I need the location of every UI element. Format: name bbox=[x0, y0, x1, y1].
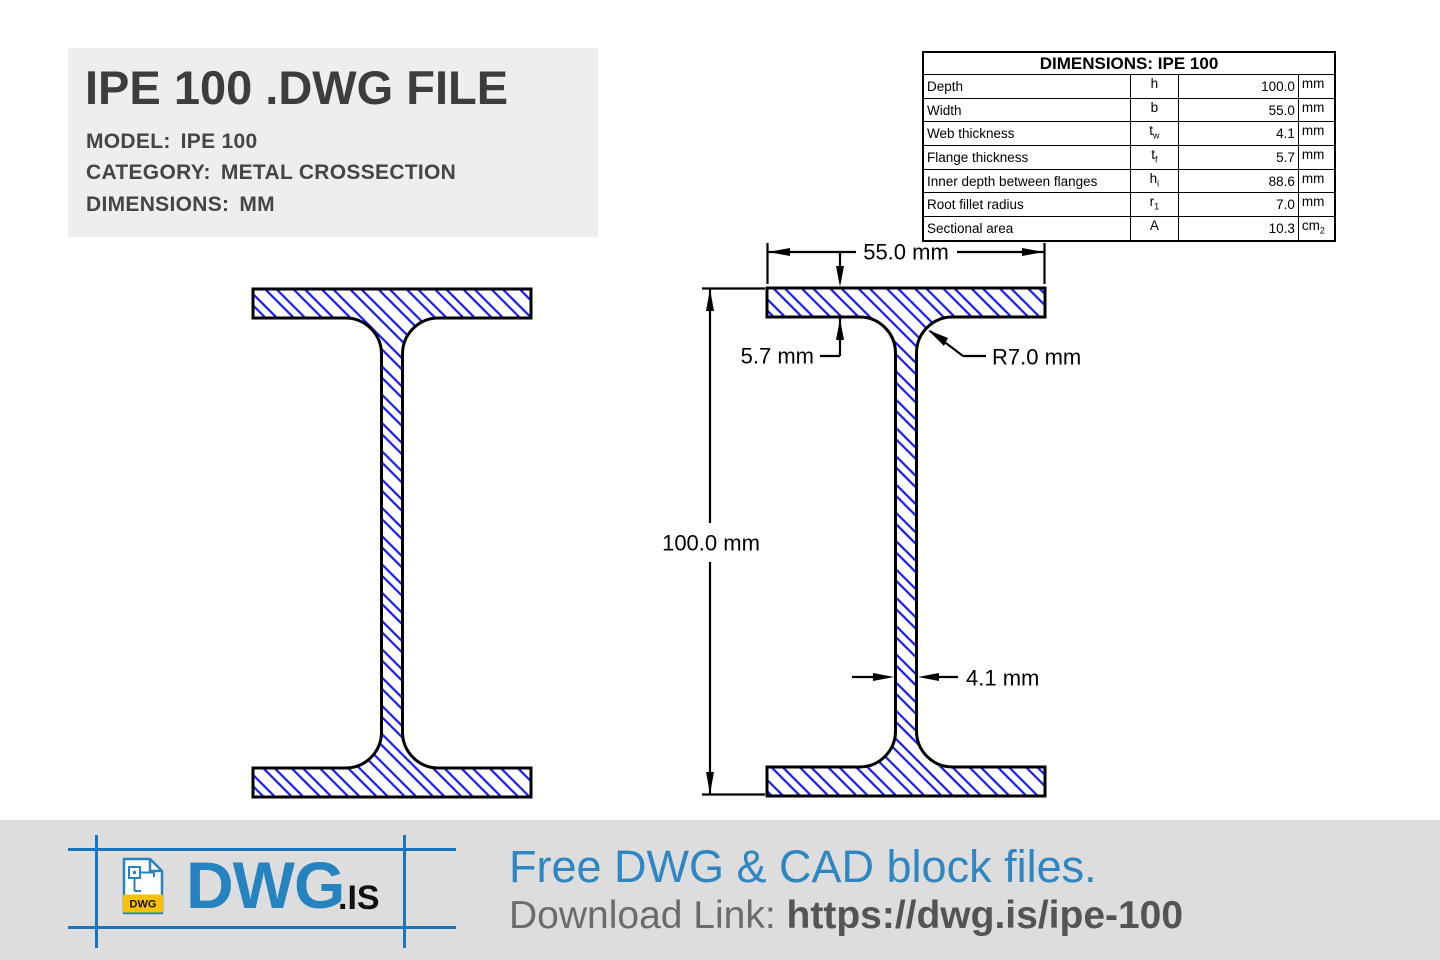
footer-tagline: Free DWG & CAD block files. bbox=[509, 841, 1097, 892]
footer-banner: DWG DWG .IS Free DWG & CAD block files. … bbox=[0, 820, 1440, 960]
row-name: Root fillet radius bbox=[922, 192, 1132, 218]
download-line: Download Link: https://dwg.is/ipe-100 bbox=[509, 894, 1184, 938]
table-row: Web thickness tw 4.1 mm bbox=[922, 121, 1336, 147]
ibeam-left bbox=[251, 287, 533, 799]
arrowhead bbox=[918, 673, 939, 681]
table-row: Flange thickness tf 5.7 mm bbox=[922, 145, 1336, 170]
brand-tld: .IS bbox=[338, 879, 380, 917]
row-value: 7.0 bbox=[1177, 192, 1299, 218]
arrowhead bbox=[1022, 248, 1044, 256]
download-url[interactable]: https://dwg.is/ipe-100 bbox=[786, 894, 1184, 937]
row-unit: mm bbox=[1297, 192, 1336, 218]
row-value: 10.3 bbox=[1177, 216, 1299, 242]
category-label: CATEGORY: bbox=[86, 161, 211, 184]
crop-mark-bottom bbox=[68, 926, 456, 929]
model-line: MODEL: IPE 100 bbox=[86, 130, 257, 154]
ibeam-right bbox=[765, 286, 1047, 798]
arrowhead bbox=[836, 319, 844, 340]
row-unit: mm bbox=[1297, 145, 1336, 170]
row-name: Depth bbox=[922, 74, 1132, 99]
model-value: IPE 100 bbox=[180, 130, 258, 153]
arrowhead bbox=[836, 266, 844, 287]
header-info-box: IPE 100 .DWG FILE MODEL: IPE 100 CATEGORY… bbox=[68, 48, 598, 237]
table-row: Depth h 100.0 mm bbox=[922, 74, 1336, 99]
crop-mark-right bbox=[403, 835, 406, 948]
table-row: Sectional area A 10.3 cm2 bbox=[922, 216, 1336, 242]
dim-flange-label: 5.7 mm bbox=[741, 344, 814, 369]
model-label: MODEL: bbox=[86, 130, 171, 153]
table-row: Root fillet radius r1 7.0 mm bbox=[922, 192, 1336, 218]
category-value: METAL CROSSECTION bbox=[220, 161, 457, 184]
crop-mark-left bbox=[95, 835, 98, 948]
arrowhead bbox=[706, 289, 714, 311]
brand-wordmark: DWG bbox=[186, 848, 345, 922]
dimensions-label: DIMENSIONS: bbox=[86, 193, 230, 216]
download-label: Download Link: bbox=[509, 894, 776, 937]
row-value: 55.0 bbox=[1177, 97, 1299, 123]
row-name: Flange thickness bbox=[922, 145, 1132, 170]
row-symbol: h bbox=[1130, 74, 1179, 99]
row-unit: cm2 bbox=[1297, 216, 1336, 242]
row-name: Width bbox=[922, 97, 1132, 123]
row-unit: mm bbox=[1297, 97, 1336, 123]
cross-section-drawing: 55.0 mm 5.7 mm R7.0 mm 100.0 mm 4.1 mm bbox=[251, 240, 1081, 799]
dwg-file-icon: DWG bbox=[122, 857, 164, 915]
page-title: IPE 100 .DWG FILE bbox=[85, 61, 509, 114]
dimensions-value: MM bbox=[239, 193, 275, 216]
row-symbol: A bbox=[1130, 216, 1179, 242]
row-value: 88.6 bbox=[1177, 168, 1299, 194]
row-value: 5.7 bbox=[1177, 145, 1299, 170]
row-unit: mm bbox=[1297, 168, 1336, 194]
dimensions-table: DIMENSIONS: IPE 100 Depth h 100.0 mm Wid… bbox=[922, 51, 1336, 242]
table-row: Width b 55.0 mm bbox=[922, 97, 1336, 123]
row-name: Sectional area bbox=[922, 216, 1132, 242]
row-symbol: b bbox=[1130, 97, 1179, 123]
dwg-badge-label: DWG bbox=[130, 899, 157, 911]
dim-radius-label: R7.0 mm bbox=[992, 345, 1081, 370]
dim-width-label: 55.0 mm bbox=[863, 240, 949, 265]
crop-mark-top bbox=[68, 848, 456, 851]
dim-depth-label: 100.0 mm bbox=[662, 531, 760, 556]
dim-web-label: 4.1 mm bbox=[966, 666, 1039, 691]
category-line: CATEGORY: METAL CROSSECTION bbox=[86, 161, 456, 185]
row-value: 100.0 bbox=[1177, 74, 1299, 99]
dim-depth bbox=[702, 287, 765, 796]
arrowhead bbox=[706, 772, 714, 794]
arrowhead bbox=[768, 248, 790, 256]
row-unit: mm bbox=[1297, 74, 1336, 99]
arrowhead bbox=[928, 330, 948, 346]
dimensions-line: DIMENSIONS: MM bbox=[86, 193, 275, 217]
arrowhead bbox=[873, 673, 894, 681]
